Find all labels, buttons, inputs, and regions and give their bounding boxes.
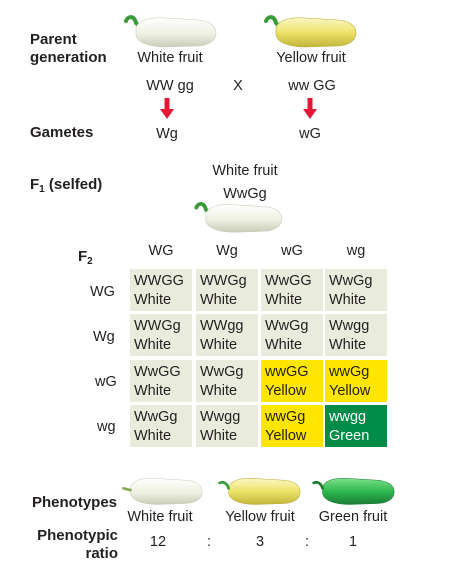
cell-phenotype: White [200,428,238,444]
punnett-cell: WwGG White [130,360,192,402]
yellow-fruit-icon [264,15,357,48]
cell-genotype: WwGg [329,273,373,289]
col-header: wg [346,243,366,259]
cell-phenotype: White [329,292,367,308]
cell-phenotype: Yellow [265,383,307,399]
cell-phenotype: White [200,383,238,399]
cell-phenotype: White [329,337,367,353]
cell-genotype: wwGG [265,364,309,380]
phenotype-yellow: Yellow fruit [225,509,295,525]
f2-label: F2 [78,248,93,267]
cell-genotype: WwGG [265,273,312,289]
f1-phenotype: White fruit [212,163,278,179]
cell-phenotype: White [200,337,238,353]
gamete-left: Wg [156,126,178,142]
down-arrow-icon [160,98,174,119]
ratio-white: 12 [149,534,167,550]
cell-phenotype: White [134,292,172,308]
cross-symbol: X [233,78,243,94]
row-header: wG [95,374,117,390]
cell-genotype: WWGg [134,318,181,334]
punnett-cell: wwGG Yellow [261,360,323,402]
cell-genotype: WWGG [134,273,184,289]
parent-generation-label: Parent generation [30,31,107,66]
cell-phenotype: White [134,428,172,444]
ratio-yellow: 3 [255,534,265,550]
row-header: WG [90,284,115,300]
parent-left-genotype: WW gg [146,78,194,94]
col-header: Wg [216,243,238,259]
row-header: Wg [93,329,115,345]
cell-phenotype: White [134,337,172,353]
f1-genotype: WwGg [223,186,267,202]
yellow-fruit-icon [218,478,301,505]
cell-phenotype: White [200,292,238,308]
ratio-separator: : [304,534,310,550]
phenotypic-ratio-label: Phenotypic ratio [37,527,118,562]
cell-phenotype: Yellow [329,383,371,399]
cell-genotype: WwGg [200,364,244,380]
punnett-cell: WWGG White [130,269,192,311]
cell-phenotype: White [265,337,303,353]
cell-genotype: Wwgg [200,409,241,425]
cell-genotype: WwGG [134,364,181,380]
cell-genotype: wwgg [329,409,367,425]
cell-genotype: Wwgg [329,318,370,334]
phenotypes-label: Phenotypes [32,494,118,511]
parent-right-genotype: ww GG [288,78,336,94]
phenotype-white: White fruit [127,509,193,525]
white-fruit-icon [124,15,217,48]
cell-phenotype: White [134,383,172,399]
cell-genotype: WwGg [134,409,178,425]
parent-right-phenotype: Yellow fruit [276,50,346,66]
cell-phenotype: Yellow [265,428,307,444]
gametes-label: Gametes [30,124,94,141]
ratio-separator: : [206,534,212,550]
white-fruit-icon [122,478,203,505]
cell-phenotype: White [265,292,303,308]
punnett-cell: WwGG White [261,269,323,311]
green-fruit-icon [312,478,395,505]
cell-phenotype: Green [329,428,370,444]
white-fruit-icon [194,202,282,233]
phenotype-green: Green fruit [318,509,388,525]
cell-genotype: wwGg [265,409,306,425]
ratio-green: 1 [348,534,358,550]
down-arrow-icon [303,98,317,119]
cell-genotype: WWgg [200,318,244,334]
f1-label: F1 (selfed) [30,176,103,195]
row-header: wg [97,419,116,435]
gamete-right: wG [299,126,321,142]
cell-genotype: wwGg [329,364,370,380]
cell-genotype: WwGg [265,318,309,334]
col-header: wG [281,243,303,259]
col-header: WG [148,243,174,259]
parent-left-phenotype: White fruit [137,50,203,66]
cell-genotype: WWGg [200,273,247,289]
